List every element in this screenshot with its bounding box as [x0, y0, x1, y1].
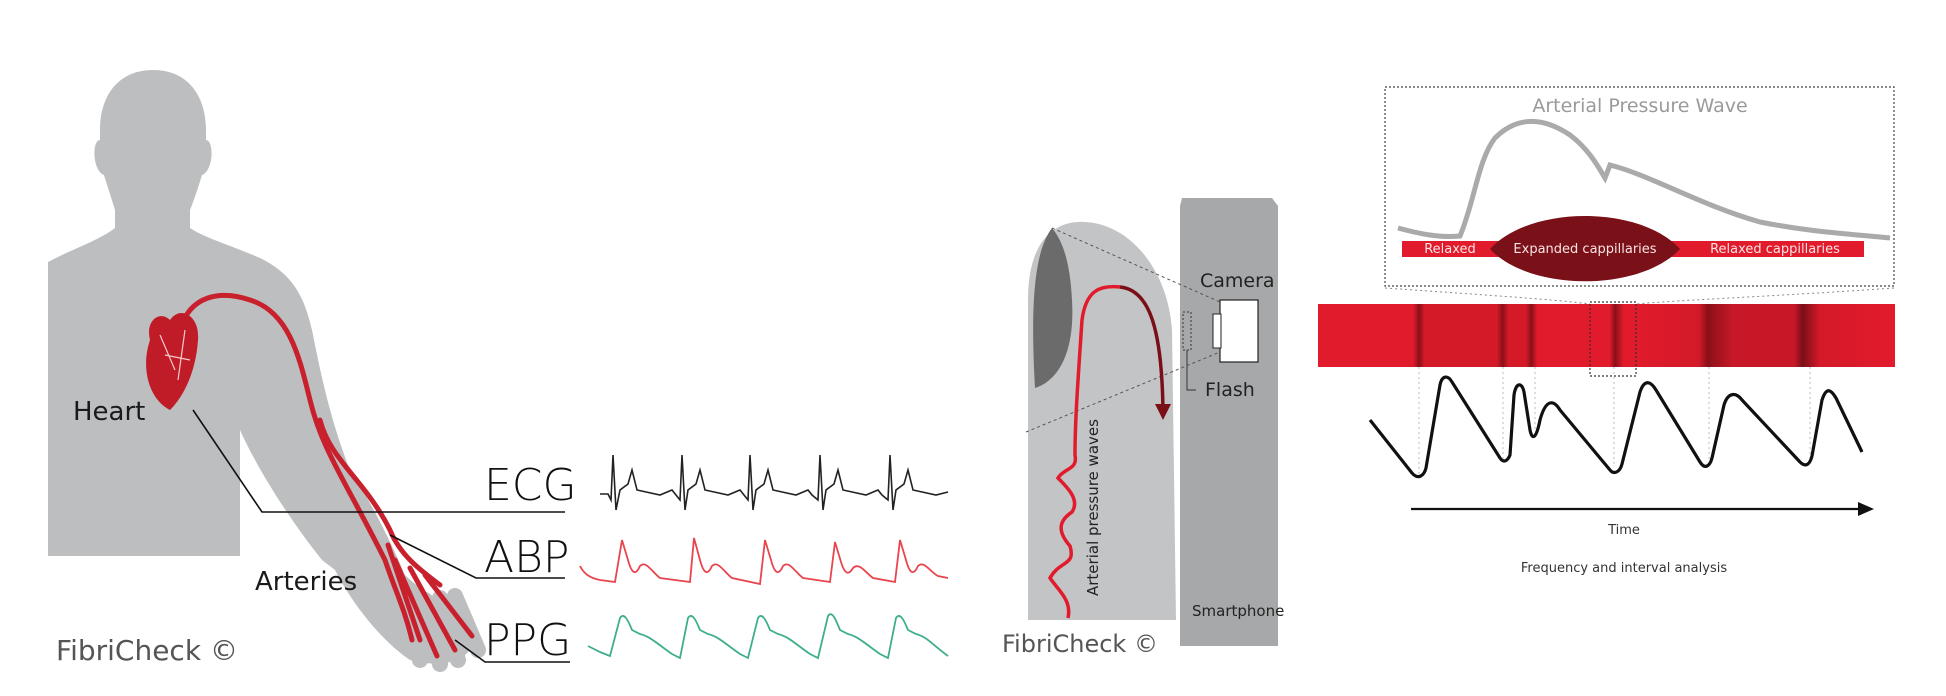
- arterial-pressure-wave: [1397, 119, 1891, 241]
- segment-relaxed-capillaries: Relaxed cappillaries: [1710, 242, 1840, 257]
- fov-lines: [1025, 227, 1221, 433]
- finger-illustration: [1028, 221, 1176, 620]
- leader-lines: [192, 409, 570, 663]
- ecg-label: ECG: [484, 460, 577, 511]
- arteries-illustration: [177, 292, 475, 659]
- flow-arrow: [1119, 285, 1165, 413]
- heart-label: Heart: [73, 397, 145, 427]
- camera-lens-icon: [1212, 313, 1222, 349]
- inset-title: Arterial Pressure Wave: [1532, 95, 1747, 117]
- time-label: Time: [1607, 523, 1640, 538]
- abp-trace: [579, 537, 949, 586]
- segment-expanded: Expanded cappillaries: [1513, 242, 1656, 257]
- ppg-signal: [1368, 375, 1864, 479]
- heart-icon: [146, 312, 199, 410]
- camera-icon: [1219, 299, 1259, 363]
- arteries-label: Arteries: [255, 567, 357, 597]
- pressure-waves-label: Arterial pressure waves: [1084, 419, 1102, 596]
- brand-label-left: FibriCheck ©: [56, 634, 238, 667]
- segment-relaxed: Relaxed: [1424, 242, 1476, 257]
- smartphone-label: Smartphone: [1192, 602, 1284, 620]
- expanded-capillaries-shape: [1490, 216, 1680, 282]
- brand-label-middle: FibriCheck ©: [1002, 630, 1158, 658]
- smartphone-illustration: [1180, 198, 1278, 646]
- ppg-trace: [587, 613, 949, 660]
- alignment-lines: [1418, 367, 1811, 475]
- ppg-label: PPG: [484, 615, 571, 666]
- time-arrow-icon: [1858, 502, 1874, 516]
- arrow-head-icon: [1155, 404, 1171, 420]
- zoom-connector: [1384, 287, 1895, 305]
- abp-label: ABP: [484, 532, 569, 583]
- ppg-color-band: [1318, 304, 1895, 367]
- fingernail: [1033, 228, 1073, 388]
- inset-frame: [1384, 86, 1895, 287]
- analysis-caption: Frequency and interval analysis: [1521, 561, 1727, 576]
- arterial-wave-path: [1047, 284, 1121, 619]
- camera-label: Camera: [1200, 270, 1275, 292]
- ecg-trace: [600, 454, 949, 511]
- flash-label: Flash: [1205, 379, 1255, 401]
